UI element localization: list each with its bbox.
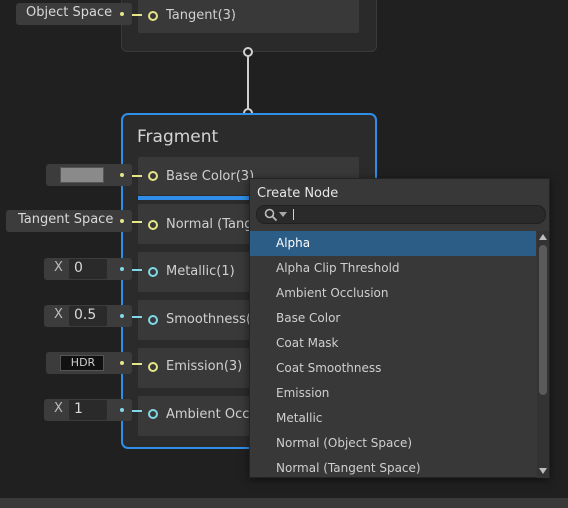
- wire: [132, 410, 142, 412]
- float-field[interactable]: 0.5: [69, 306, 107, 326]
- emission-input[interactable]: HDR: [46, 352, 132, 374]
- popup-title: Create Node: [257, 186, 339, 201]
- scroll-thumb[interactable]: [539, 245, 547, 395]
- wire: [132, 175, 142, 177]
- port-label: Smoothness(1: [166, 312, 260, 327]
- pill-connector-dot: [120, 314, 124, 318]
- tangent-space-input[interactable]: Object Space: [16, 3, 132, 25]
- wire: [132, 221, 142, 223]
- float-field[interactable]: 0: [69, 259, 107, 279]
- axis-label: X: [54, 401, 63, 416]
- hdr-label: HDR: [70, 356, 96, 369]
- vertex-block-node[interactable]: Tangent(3): [121, 0, 377, 52]
- tangent-space-value: Object Space: [26, 5, 113, 20]
- port-connector[interactable]: [148, 267, 158, 277]
- axis-label: X: [54, 260, 63, 275]
- float-value: 1: [74, 401, 83, 417]
- list-item[interactable]: Normal (Object Space): [276, 436, 413, 450]
- port-label: Metallic(1): [166, 264, 235, 279]
- hdr-color-swatch[interactable]: HDR: [60, 355, 104, 371]
- float-field[interactable]: 1: [69, 400, 107, 420]
- float-value: 0.5: [74, 307, 97, 323]
- port-label: Emission(3): [166, 359, 243, 374]
- block-connector-top: [243, 47, 253, 57]
- pill-connector-dot: [120, 219, 124, 223]
- pill-connector-dot: [120, 408, 124, 412]
- chevron-down-icon[interactable]: [279, 212, 287, 218]
- list-item[interactable]: Normal (Tangent Space): [276, 461, 421, 475]
- color-swatch[interactable]: [60, 167, 104, 183]
- normal-space-value: Tangent Space: [18, 212, 114, 227]
- scroll-up-arrow-icon[interactable]: [539, 234, 547, 240]
- list-item[interactable]: Ambient Occlusion: [276, 286, 389, 300]
- ambient-occlusion-input[interactable]: X 1: [44, 399, 132, 421]
- port-connector[interactable]: [148, 220, 158, 230]
- port-label: Ambient Occlu: [166, 407, 262, 422]
- drop-indicator: [138, 196, 359, 200]
- scroll-down-arrow-icon[interactable]: [539, 468, 547, 474]
- metallic-input[interactable]: X 0: [44, 258, 132, 280]
- port-row-base-color[interactable]: Base Color(3): [138, 157, 359, 195]
- port-label: Normal (Tang: [166, 217, 253, 232]
- list-item[interactable]: Coat Mask: [276, 336, 339, 350]
- port-connector[interactable]: [148, 315, 158, 325]
- fragment-title: Fragment: [137, 127, 219, 147]
- list-item[interactable]: Alpha Clip Threshold: [276, 261, 400, 275]
- search-input[interactable]: [256, 205, 546, 224]
- wire: [132, 363, 142, 365]
- list-item[interactable]: Coat Smoothness: [276, 361, 382, 375]
- axis-label: X: [54, 307, 63, 322]
- smoothness-input[interactable]: X 0.5: [44, 305, 132, 327]
- block-connector-line: [247, 52, 249, 114]
- base-color-input[interactable]: [46, 164, 132, 186]
- pill-connector-dot: [120, 267, 124, 271]
- list-item[interactable]: Alpha: [250, 231, 536, 256]
- tangent-port-label: Tangent(3): [166, 8, 236, 23]
- pill-connector-dot: [120, 12, 124, 16]
- create-node-popup[interactable]: Create Node Alpha Alpha Clip Threshold A…: [249, 178, 550, 478]
- port-connector[interactable]: [148, 362, 158, 372]
- wire: [132, 14, 142, 16]
- wire: [132, 316, 142, 318]
- port-connector[interactable]: [148, 171, 158, 181]
- pill-connector-dot: [120, 361, 124, 365]
- node-list[interactable]: Alpha Alpha Clip Threshold Ambient Occlu…: [250, 231, 536, 478]
- text-caret: [293, 209, 294, 220]
- search-icon: [264, 208, 278, 222]
- list-item[interactable]: Emission: [276, 386, 330, 400]
- normal-space-input[interactable]: Tangent Space: [6, 210, 132, 232]
- bottom-status-strip: [0, 498, 568, 508]
- vertex-port-row-tangent[interactable]: Tangent(3): [138, 0, 359, 33]
- list-item[interactable]: Metallic: [276, 411, 323, 425]
- float-value: 0: [74, 260, 83, 276]
- pill-connector-dot: [120, 173, 124, 177]
- list-item[interactable]: Base Color: [276, 311, 341, 325]
- wire: [132, 269, 142, 271]
- list-scrollbar[interactable]: [537, 231, 549, 478]
- port-label: Base Color(3): [166, 169, 255, 184]
- tangent-port-connector[interactable]: [148, 11, 158, 21]
- port-connector[interactable]: [148, 409, 158, 419]
